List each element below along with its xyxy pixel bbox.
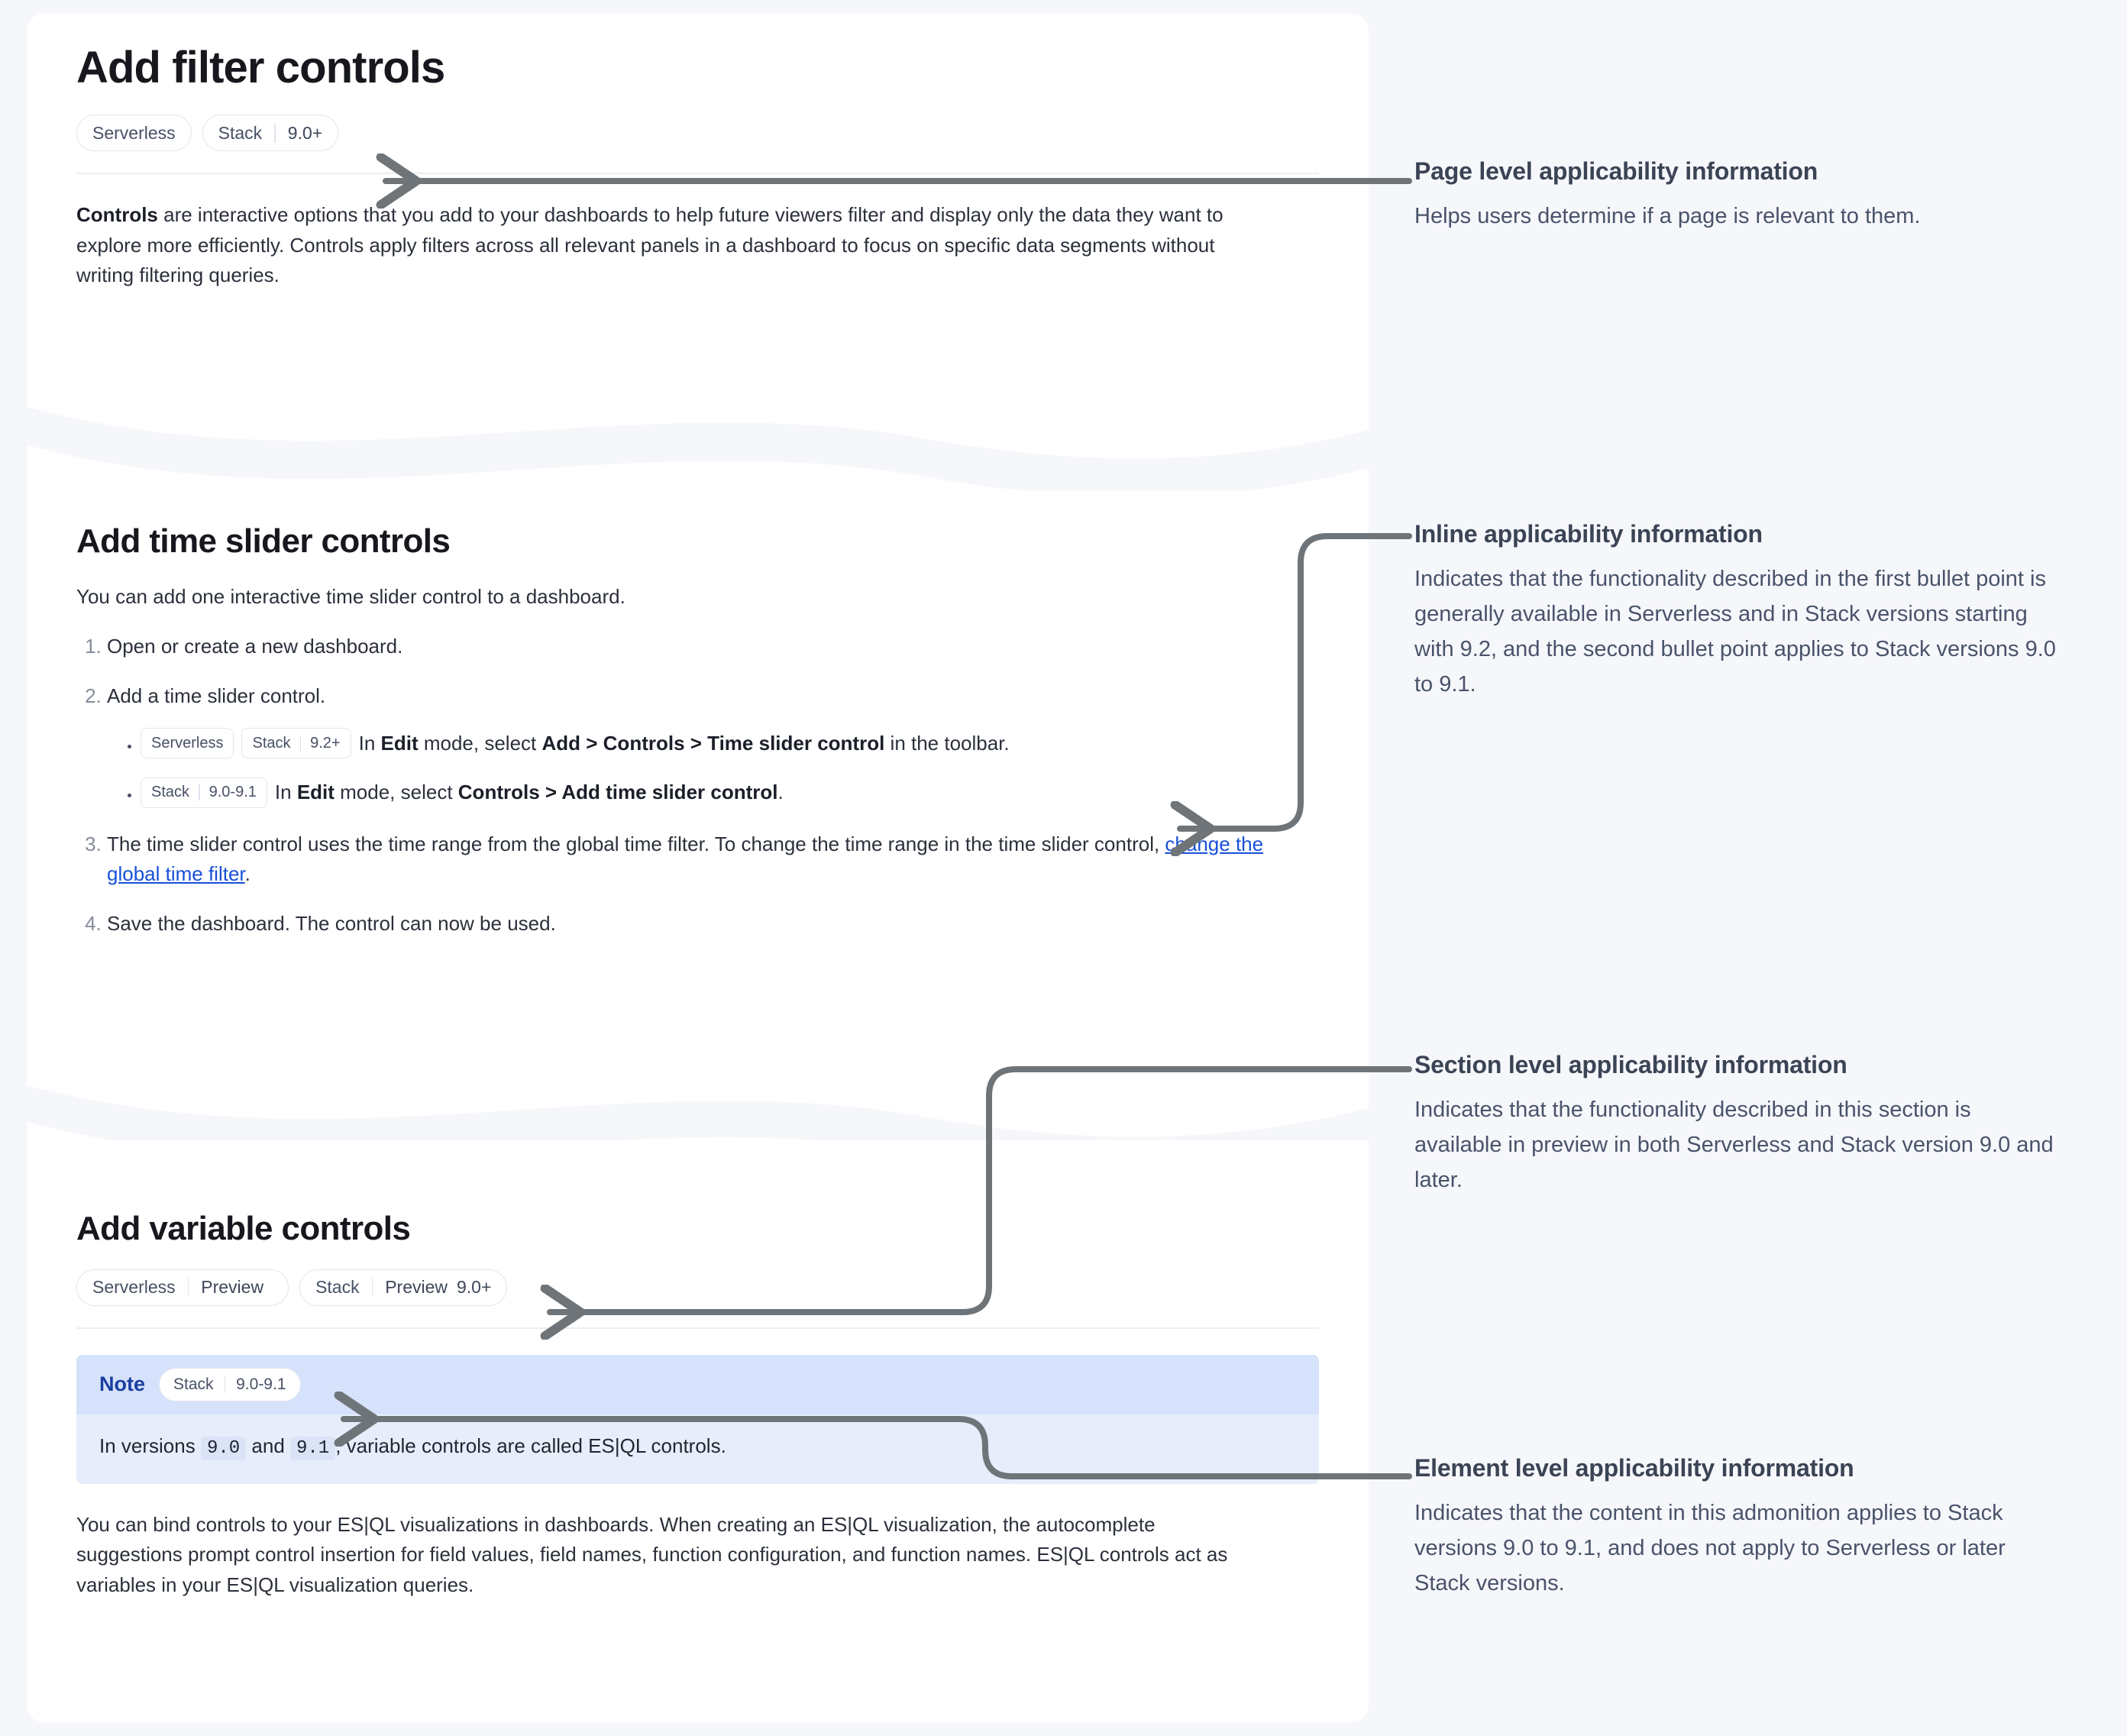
note-text-c: , variable controls are called ES|QL con… xyxy=(335,1434,726,1457)
intro-paragraph: Controls are interactive options that yo… xyxy=(76,200,1253,291)
time-slider-steps: Open or create a new dashboard. Add a ti… xyxy=(76,632,1283,938)
badge-separator xyxy=(224,1376,226,1393)
page-title: Add filter controls xyxy=(76,43,445,92)
annotation-inline-level: Inline applicability information Indicat… xyxy=(1414,519,2064,703)
badge-name: Stack xyxy=(151,784,190,801)
page-applicability-badges: Serverless Stack 9.0+ xyxy=(76,115,1338,152)
step-item: Open or create a new dashboard. xyxy=(107,632,1283,661)
inline-badge-serverless[interactable]: Serverless xyxy=(141,728,234,759)
step-text: Add a time slider control. xyxy=(107,684,326,708)
annotation-text: Indicates that the functionality describ… xyxy=(1414,1098,2054,1193)
pill-separator xyxy=(274,123,276,143)
annotation-text: Indicates that the content in this admon… xyxy=(1414,1501,2006,1596)
badge-name: Stack xyxy=(173,1375,214,1393)
variable-controls-paragraph: You can bind controls to your ES|QL visu… xyxy=(76,1512,1228,1596)
annotation-text: Indicates that the functionality describ… xyxy=(1414,567,2056,697)
substep-post: in the toolbar. xyxy=(884,732,1010,755)
time-slider-substeps: Serverless Stack 9.2+ In Edit mode, sele… xyxy=(107,728,1283,809)
annotation-element-level: Element level applicability information … xyxy=(1414,1453,2064,1602)
substep-bold-2: Controls > Add time slider control xyxy=(457,781,778,804)
applicability-pill-serverless-preview[interactable]: Serverless Preview xyxy=(76,1269,289,1306)
pill-name: Stack xyxy=(218,122,263,143)
time-slider-section: Add time slider controls You can add one… xyxy=(27,522,1369,959)
applicability-pill-stack[interactable]: Stack 9.0+ xyxy=(202,115,339,152)
applicability-pill-stack-preview[interactable]: Stack Preview 9.0+ xyxy=(299,1269,508,1306)
version-code-90: 9.0 xyxy=(200,1436,247,1460)
note-body: In versions 9.0 and 9.1, variable contro… xyxy=(76,1414,1319,1484)
section-divider xyxy=(76,1327,1319,1329)
note-applicability-badge[interactable]: Stack 9.0-9.1 xyxy=(159,1367,301,1401)
step-text: Save the dashboard. The control can now … xyxy=(107,911,556,935)
note-text-b: and xyxy=(246,1434,290,1457)
inline-badge-stack[interactable]: Stack 9.0-9.1 xyxy=(141,777,267,808)
substep-bold-2: Add > Controls > Time slider control xyxy=(541,732,885,755)
section-applicability-badges: Serverless Preview Stack Preview 9.0+ xyxy=(76,1269,1338,1306)
substep-pre: In xyxy=(274,781,297,804)
substep-mid: mode, select xyxy=(418,732,542,755)
time-slider-lead: You can add one interactive time slider … xyxy=(76,584,625,608)
step-item: Add a time slider control. Serverless St… xyxy=(107,681,1283,809)
pill-name: Serverless xyxy=(92,1277,176,1298)
badge-separator xyxy=(299,735,302,752)
section-title-time-slider: Add time slider controls xyxy=(76,522,451,560)
annotation-page-level: Page level applicability information Hel… xyxy=(1414,157,2064,234)
note-text-a: In versions xyxy=(99,1434,201,1457)
annotation-title: Inline applicability information xyxy=(1414,520,1763,548)
wave-divider-1 xyxy=(27,399,1369,491)
page-header-section: Add filter controls Serverless Stack 9.0… xyxy=(27,43,1369,291)
wave-divider-2 xyxy=(27,1049,1369,1140)
step-text-b: . xyxy=(244,862,251,885)
substep-item: Serverless Stack 9.2+ In Edit mode, sele… xyxy=(141,728,1283,760)
substep-pre: In xyxy=(358,732,381,755)
step-text-a: The time slider control uses the time ra… xyxy=(107,832,1165,855)
substep-mid: mode, select xyxy=(334,781,458,804)
badge-version: 9.0-9.1 xyxy=(236,1375,286,1393)
section-title-variable-controls: Add variable controls xyxy=(76,1210,411,1247)
annotation-title: Section level applicability information xyxy=(1414,1051,1847,1078)
pill-separator xyxy=(187,1278,189,1298)
pill-version: 9.0+ xyxy=(457,1277,492,1298)
annotation-section-level: Section level applicability information … xyxy=(1414,1050,2064,1198)
pill-version: 9.0+ xyxy=(287,122,323,143)
annotation-title: Page level applicability information xyxy=(1414,157,1818,185)
variable-controls-section: Add variable controls Serverless Preview… xyxy=(27,1209,1369,1600)
pill-name: Stack xyxy=(315,1277,360,1298)
badge-separator xyxy=(199,784,200,801)
version-code-91: 9.1 xyxy=(290,1436,336,1460)
badge-version: 9.2+ xyxy=(310,734,341,752)
badge-name: Serverless xyxy=(151,734,224,752)
substep-item: Stack 9.0-9.1 In Edit mode, select Contr… xyxy=(141,777,1283,809)
badge-version: 9.0-9.1 xyxy=(208,784,257,801)
annotation-title: Element level applicability information xyxy=(1414,1454,1854,1482)
pill-sub: Preview xyxy=(385,1277,448,1298)
step-item: Save the dashboard. The control can now … xyxy=(107,909,1283,939)
applicability-pill-serverless[interactable]: Serverless xyxy=(76,115,192,152)
badge-name: Stack xyxy=(252,734,291,752)
inline-badge-stack[interactable]: Stack 9.2+ xyxy=(241,728,351,759)
documentation-card: Add filter controls Serverless Stack 9.0… xyxy=(27,14,1369,1722)
substep-bold-1: Edit xyxy=(296,781,335,804)
note-label: Note xyxy=(99,1372,145,1396)
note-admonition: Note Stack 9.0-9.1 In versions 9.0 and 9… xyxy=(76,1354,1319,1484)
pill-name: Serverless xyxy=(92,122,176,143)
step-item: The time slider control uses the time ra… xyxy=(107,829,1283,889)
substep-post: . xyxy=(777,781,784,804)
intro-rest: are interactive options that you add to … xyxy=(76,203,1224,287)
step-text: Open or create a new dashboard. xyxy=(107,635,403,658)
substep-bold-1: Edit xyxy=(380,732,419,755)
intro-bold-term: Controls xyxy=(76,203,158,227)
pill-sub: Preview xyxy=(201,1277,264,1298)
pill-separator xyxy=(371,1278,373,1298)
note-header: Note Stack 9.0-9.1 xyxy=(76,1354,1319,1414)
annotation-text: Helps users determine if a page is relev… xyxy=(1414,204,1921,229)
header-divider xyxy=(76,173,1319,175)
